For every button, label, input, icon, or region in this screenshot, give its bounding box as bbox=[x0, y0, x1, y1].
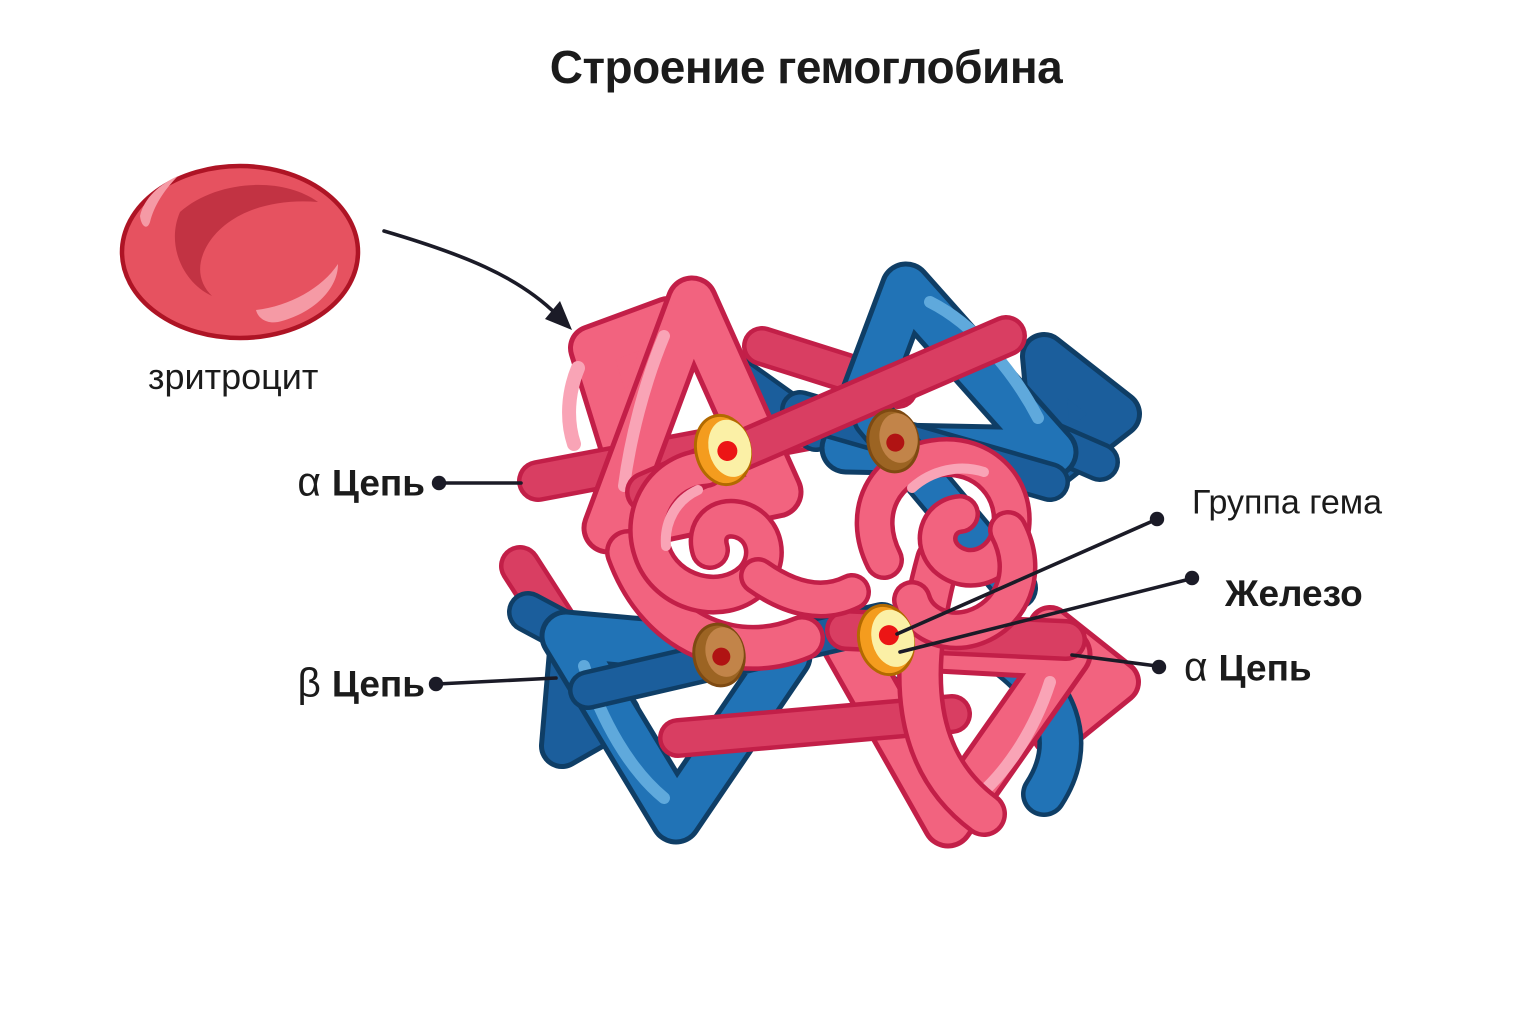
red-blood-cell bbox=[119, 163, 361, 341]
alpha-symbol: α bbox=[297, 458, 321, 505]
rbc-dimple-shade bbox=[174, 184, 318, 296]
alpha-loop-top-left-highlight bbox=[618, 330, 670, 492]
heme-disc-yellow-top bbox=[693, 413, 753, 487]
alpha-chain-word: Цепь bbox=[1218, 647, 1312, 689]
erythrocyte-label: зритроцит bbox=[148, 356, 319, 397]
rbc-lower-highlight bbox=[256, 264, 338, 323]
rbc-gloss bbox=[140, 176, 178, 227]
hemoglobin-molecule bbox=[499, 261, 1142, 849]
leader-dot-alpha-right bbox=[1151, 659, 1167, 675]
diagram-title: Строение гемоглобина bbox=[549, 41, 1063, 93]
alpha-chain-word: Цепь bbox=[331, 462, 425, 504]
heme-group-label: Группа гема bbox=[1192, 483, 1383, 522]
iron-label: Железо bbox=[1225, 573, 1363, 614]
leader-heme-group bbox=[895, 518, 1157, 636]
leader-lines bbox=[428, 475, 1200, 692]
rbc-body bbox=[119, 163, 361, 341]
leader-dot-iron bbox=[1184, 570, 1200, 586]
leader-dot-alpha-left bbox=[431, 475, 447, 491]
alpha-curl-right-highlight bbox=[907, 463, 989, 493]
heme-disc-brown-bottom bbox=[692, 622, 746, 688]
alpha-curl-left bbox=[632, 452, 780, 611]
alpha-curl-left-highlight bbox=[660, 485, 703, 551]
iron-atom-dark bbox=[712, 647, 731, 666]
arrow-connector bbox=[382, 229, 572, 330]
arrow-head bbox=[545, 301, 572, 330]
alpha-connector-center-fill bbox=[743, 561, 867, 614]
beta-symbol: β bbox=[297, 659, 321, 706]
alpha-loop-top-left bbox=[586, 280, 799, 550]
alpha-curl-right bbox=[859, 441, 1028, 584]
alpha-back-highlight bbox=[562, 361, 585, 451]
heme-groups bbox=[692, 408, 920, 688]
iron-atom bbox=[717, 440, 738, 461]
leader-dot-heme-group bbox=[1149, 511, 1165, 527]
alpha-curl-right-tail bbox=[896, 514, 1033, 646]
leader-alpha-right bbox=[1070, 653, 1159, 668]
heme-disc-brown-top bbox=[866, 408, 920, 474]
leader-beta-left bbox=[435, 676, 558, 686]
arrow-curve bbox=[382, 229, 559, 317]
beta-chain-word: Цепь bbox=[331, 663, 425, 705]
leader-dot-beta-left bbox=[428, 676, 444, 692]
alpha-symbol: α bbox=[1184, 643, 1208, 690]
iron-atom-dark bbox=[886, 433, 905, 452]
iron-atom bbox=[878, 625, 899, 646]
leader-iron bbox=[898, 577, 1192, 654]
